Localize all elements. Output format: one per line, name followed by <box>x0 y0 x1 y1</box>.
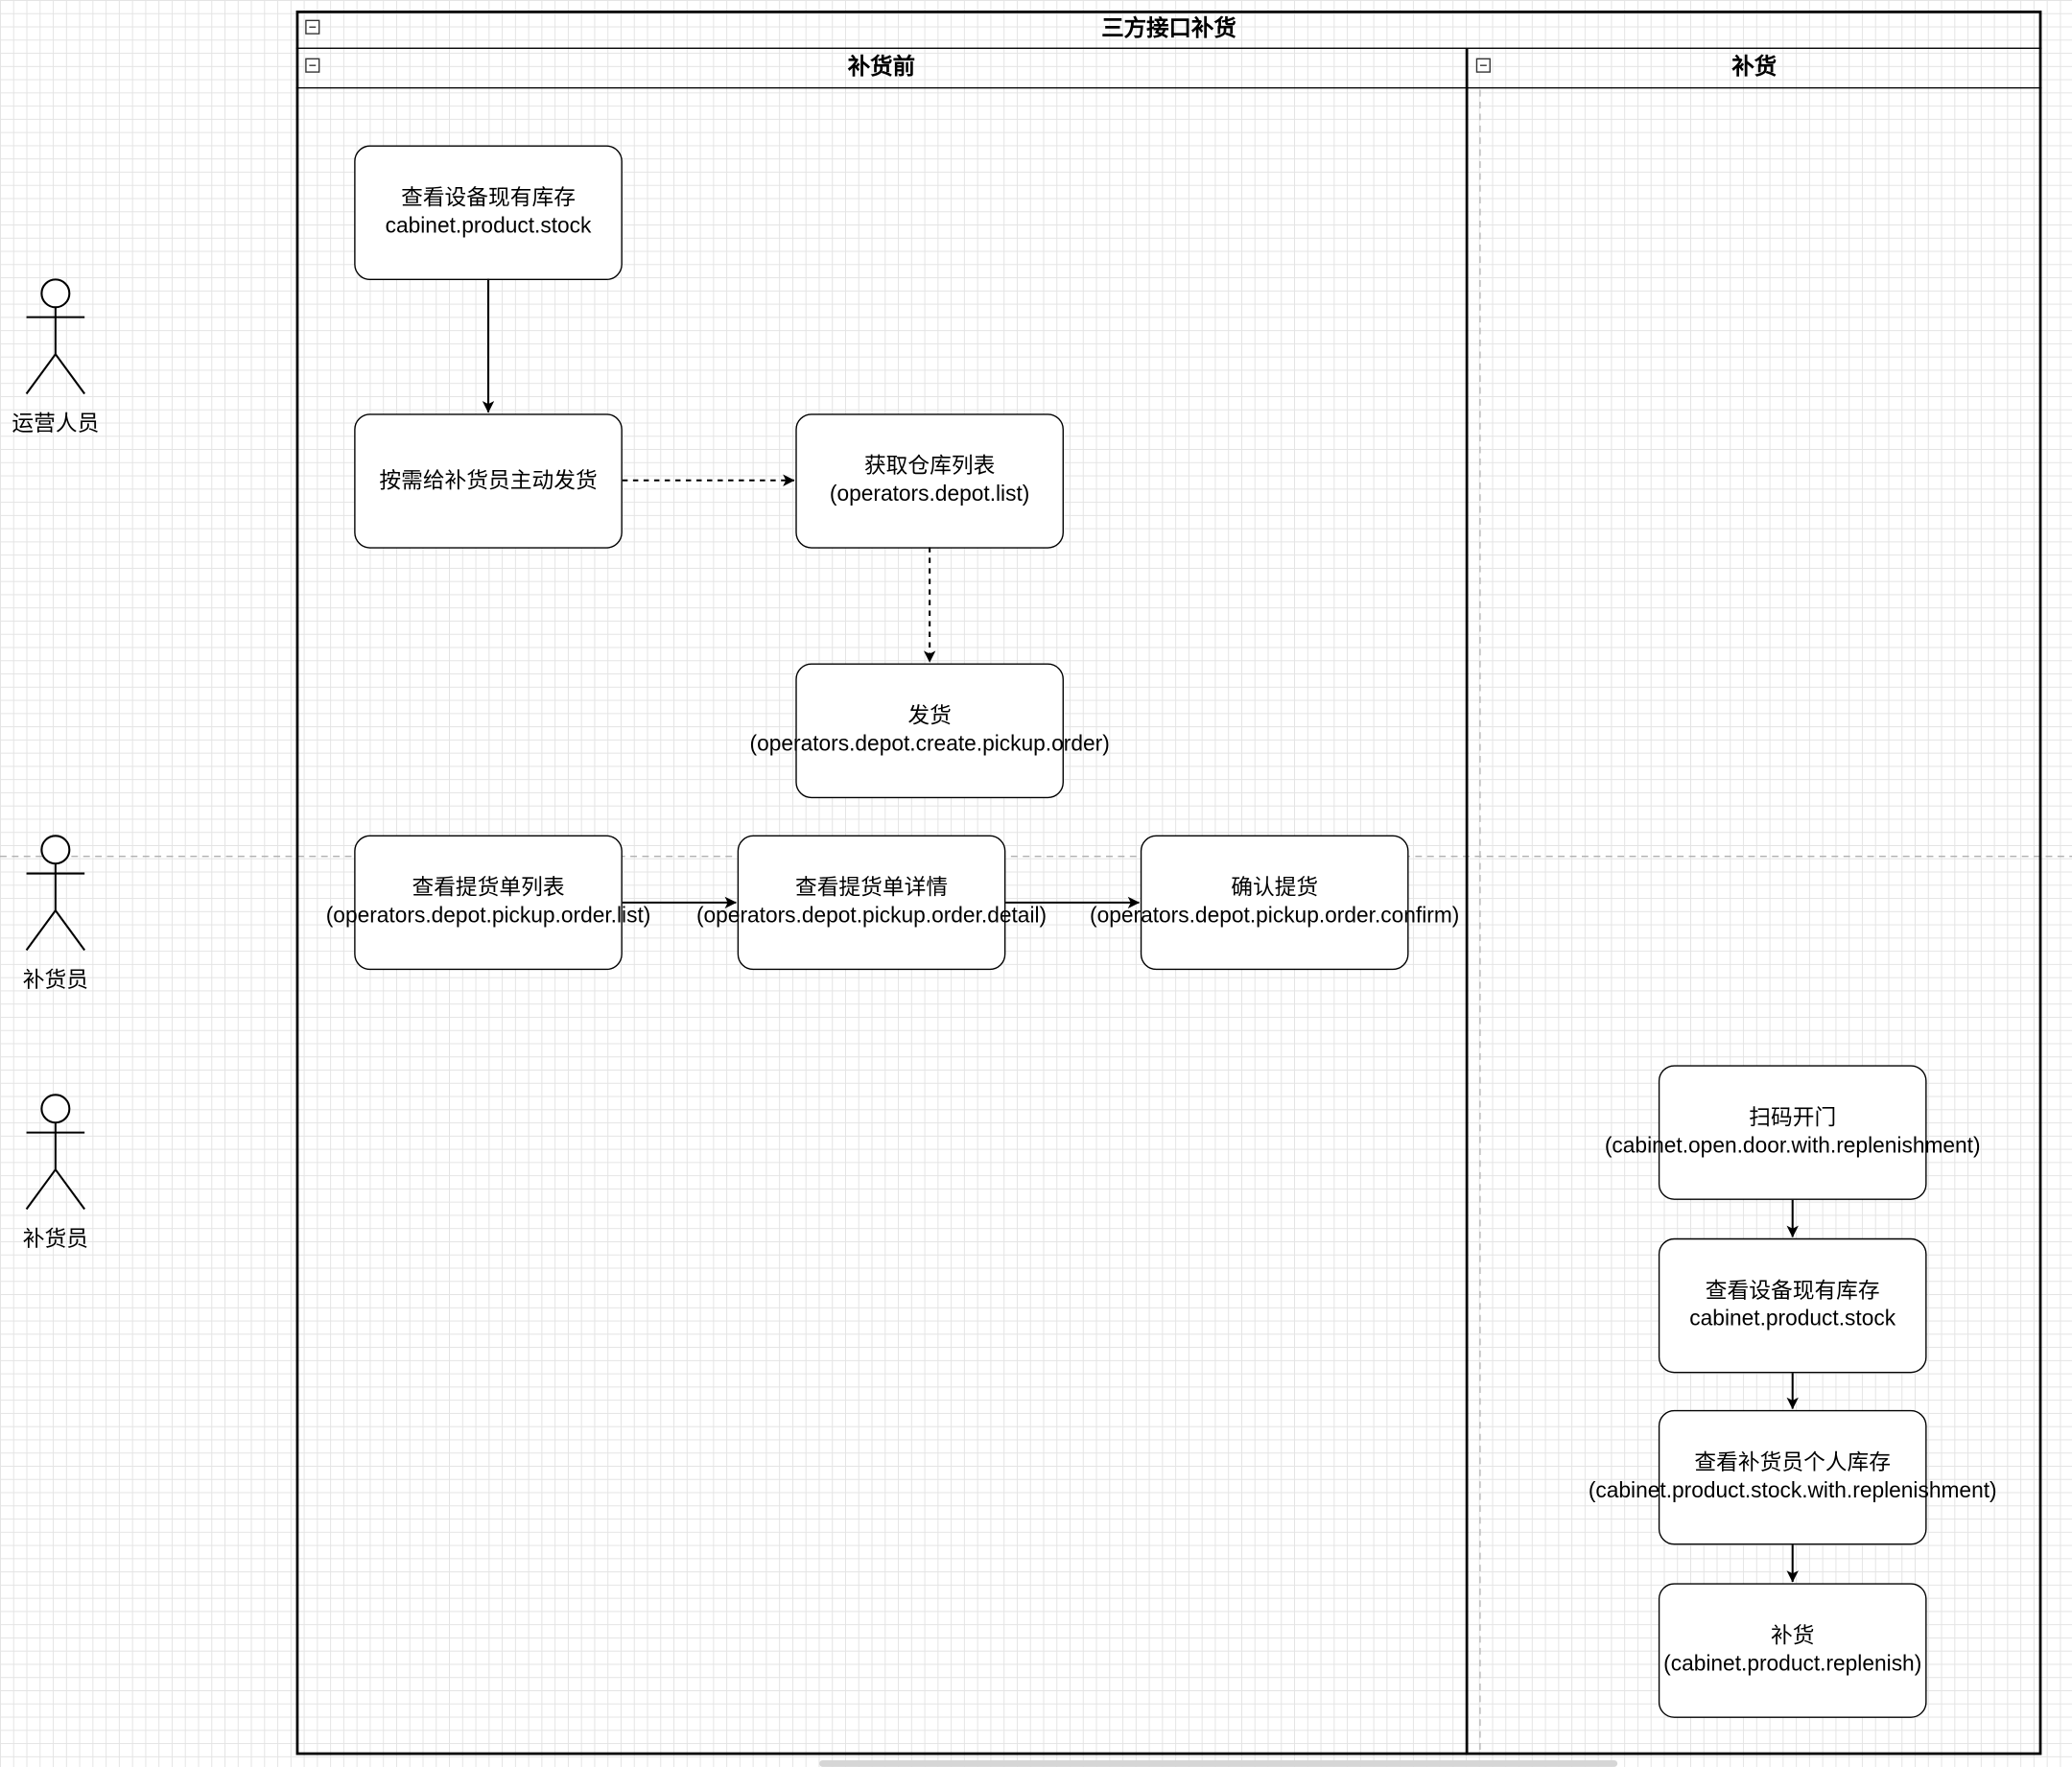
node-confirm-pickup[interactable]: 确认提货 (operators.depot.pickup.order.confi… <box>1090 835 1459 971</box>
node-label: 查看补货员个人库存 <box>1694 1450 1892 1475</box>
collapse-icon[interactable] <box>305 58 320 73</box>
node-api: (operators.depot.create.pickup.order) <box>749 732 1110 756</box>
node-scan-open-door[interactable]: 扫码开门 (cabinet.open.door.with.replenishme… <box>1605 1065 1981 1200</box>
node-replenish[interactable]: 补货 (cabinet.product.replenish) <box>1658 1583 1927 1718</box>
node-ship[interactable]: 发货 (operators.depot.create.pickup.order) <box>750 663 1110 799</box>
collapse-icon[interactable] <box>305 19 320 35</box>
pool-title: 三方接口补货 <box>295 11 2042 49</box>
node-api: (cabinet.product.stock.with.replenishmen… <box>1588 1478 1997 1503</box>
node-api: (cabinet.open.door.with.replenishment) <box>1604 1133 1981 1158</box>
node-ship-on-demand[interactable]: 按需给补货员主动发货 <box>354 413 623 549</box>
actor-label-operator: 运营人员 <box>12 412 100 436</box>
node-label: 获取仓库列表 <box>863 454 996 479</box>
node-pickup-order-list[interactable]: 查看提货单列表 (operators.depot.pickup.order.li… <box>326 835 650 971</box>
node-label: 发货 <box>907 704 952 729</box>
lane-title-replenish: 补货 <box>1467 49 2042 89</box>
node-label: 查看设备现有库存 <box>401 186 576 211</box>
node-label: 按需给补货员主动发货 <box>379 468 598 493</box>
node-check-stock[interactable]: 查看设备现有库存 cabinet.product.stock <box>354 145 623 281</box>
actor-label-replenisher1: 补货员 <box>22 968 88 993</box>
actor-figure-replenisher1[interactable] <box>25 835 85 952</box>
node-check-stock-2[interactable]: 查看设备现有库存 cabinet.product.stock <box>1658 1237 1927 1374</box>
node-label: 确认提货 <box>1231 876 1319 901</box>
node-label: 查看提货单列表 <box>412 876 565 901</box>
node-api: (operators.depot.list) <box>829 482 1030 507</box>
node-label: 扫码开门 <box>1749 1106 1837 1130</box>
node-get-depot-list[interactable]: 获取仓库列表 (operators.depot.list) <box>795 413 1064 549</box>
node-api: (operators.depot.pickup.order.detail) <box>695 904 1048 929</box>
actor-figure-operator[interactable] <box>25 278 85 395</box>
collapse-icon[interactable] <box>1475 58 1491 73</box>
actor-figure-replenisher2[interactable] <box>25 1094 85 1211</box>
horizontal-scrollbar[interactable] <box>819 1759 1618 1767</box>
node-label: 查看提货单详情 <box>794 876 949 901</box>
actor-label-replenisher2: 补货员 <box>22 1227 88 1252</box>
lane-divider <box>1465 48 1469 1755</box>
node-api: (operators.depot.pickup.order.confirm) <box>1090 904 1460 929</box>
pool <box>295 11 2042 1755</box>
lane-title-before: 补货前 <box>295 49 1468 89</box>
actors-layer <box>25 278 85 1211</box>
node-api: (cabinet.product.replenish) <box>1663 1652 1922 1676</box>
node-api: cabinet.product.stock <box>1689 1307 1896 1331</box>
node-api: (operators.depot.pickup.order.list) <box>325 904 651 929</box>
node-label: 补货 <box>1770 1624 1815 1648</box>
node-replenisher-stock[interactable]: 查看补货员个人库存 (cabinet.product.stock.with.re… <box>1589 1409 1997 1545</box>
node-api: cabinet.product.stock <box>385 214 592 238</box>
node-label: 查看设备现有库存 <box>1705 1279 1880 1304</box>
node-pickup-order-detail[interactable]: 查看提货单详情 (operators.depot.pickup.order.de… <box>696 835 1047 971</box>
